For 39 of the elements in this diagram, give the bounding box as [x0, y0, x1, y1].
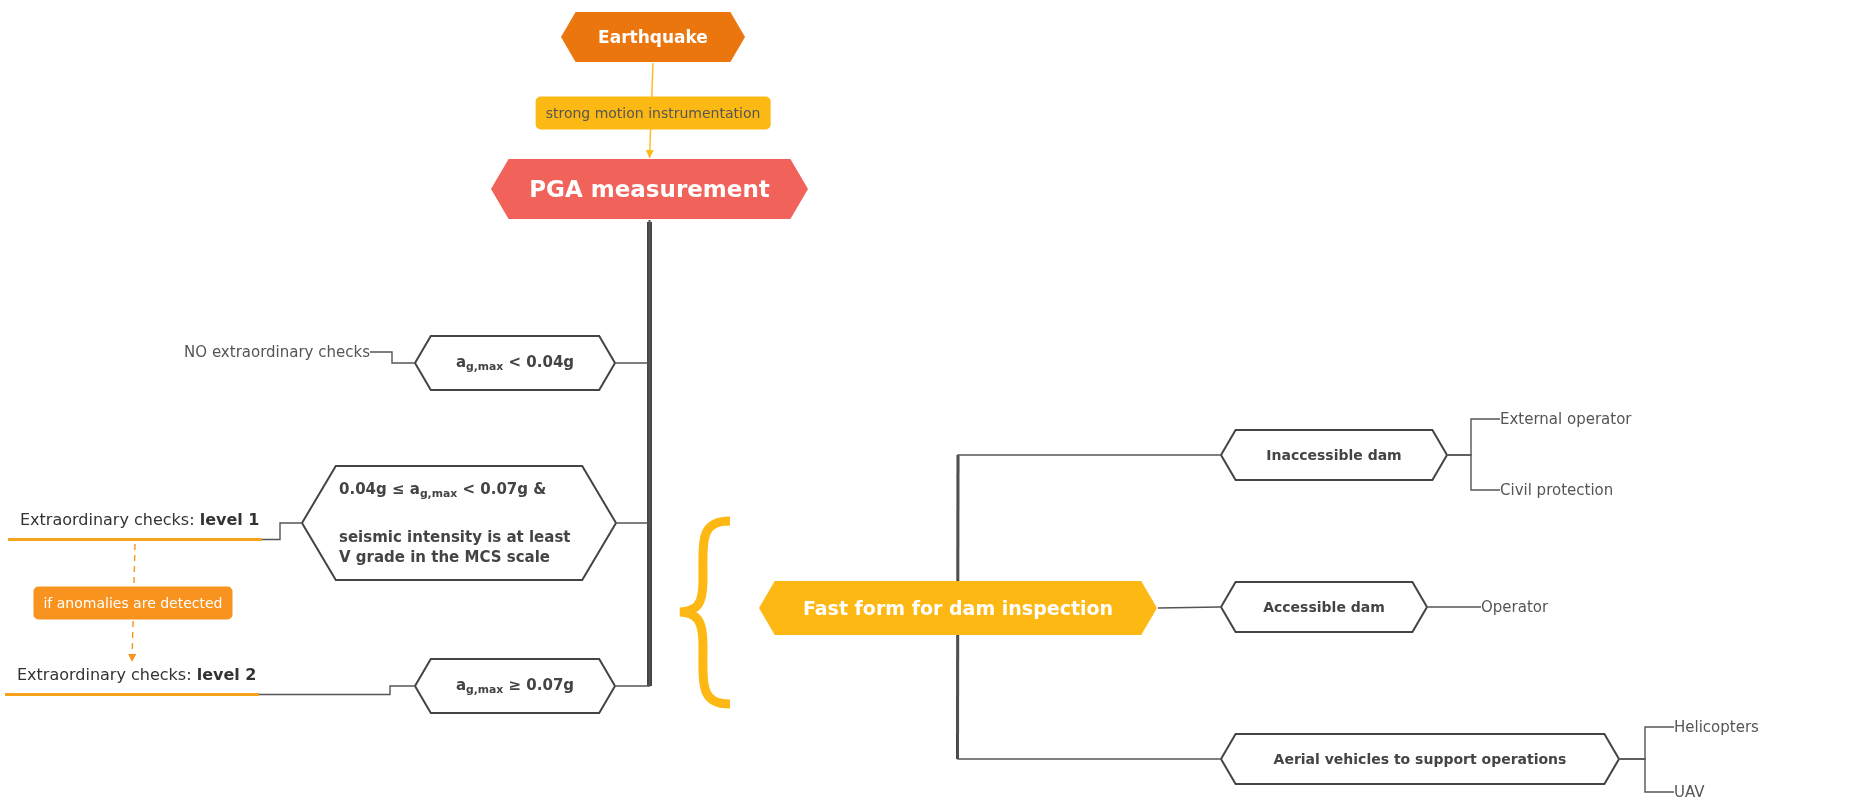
hexagon-node [1220, 581, 1428, 633]
connector-line [261, 522, 302, 541]
connector-line [957, 454, 1221, 581]
connector-line [258, 685, 415, 696]
node-label: seismic intensity is at least V grade in the MCS scale [339, 526, 572, 567]
hexagon-node [490, 158, 809, 220]
node-label: 0.04g ≤ a$_{g,max}$ < 0.07g & [339, 479, 548, 503]
connector-line [957, 635, 1221, 760]
connector-line [615, 219, 651, 687]
node-label: a$_{g,max}$ ≥ 0.07g [455, 675, 575, 697]
branch-label: Operator [1481, 595, 1621, 619]
hexagon-node [414, 658, 616, 714]
node-label: a$_{g,max}$ < 0.04g [455, 352, 575, 374]
hexagon-node [301, 465, 617, 581]
underlined-label: Extraordinary checks: level 2 [5, 662, 259, 696]
node-label: PGA measurement [529, 176, 770, 202]
branch-label: UAV [1674, 780, 1754, 804]
connector-line [369, 351, 415, 364]
connector-line [1447, 454, 1501, 491]
node-label: Accessible dam [1263, 599, 1385, 615]
hexagon-node [560, 11, 746, 63]
node-label: Inaccessible dam [1266, 447, 1402, 463]
hexagon-node [414, 335, 616, 391]
underlined-label: Extraordinary checks: level 1 [8, 507, 262, 541]
node-label: Aerial vehicles to support operations [1273, 751, 1567, 767]
edge-label: strong motion instrumentation [535, 96, 771, 130]
edge-label: if anomalies are detected [33, 586, 233, 620]
branch-label: NO extraordinary checks [150, 340, 370, 364]
node-label: Earthquake [598, 27, 708, 47]
node-label: Fast form for dam inspection [802, 597, 1114, 619]
branch-label: Civil protection [1500, 478, 1680, 502]
connector-line [1427, 606, 1482, 608]
connector-line [1619, 758, 1675, 793]
connector-line [1157, 606, 1221, 609]
hexagon-node [1220, 733, 1620, 785]
branch-label: External operator [1500, 407, 1680, 431]
hexagon-node [758, 580, 1158, 636]
branch-label: Helicopters [1674, 715, 1804, 739]
hexagon-node [1220, 429, 1448, 481]
